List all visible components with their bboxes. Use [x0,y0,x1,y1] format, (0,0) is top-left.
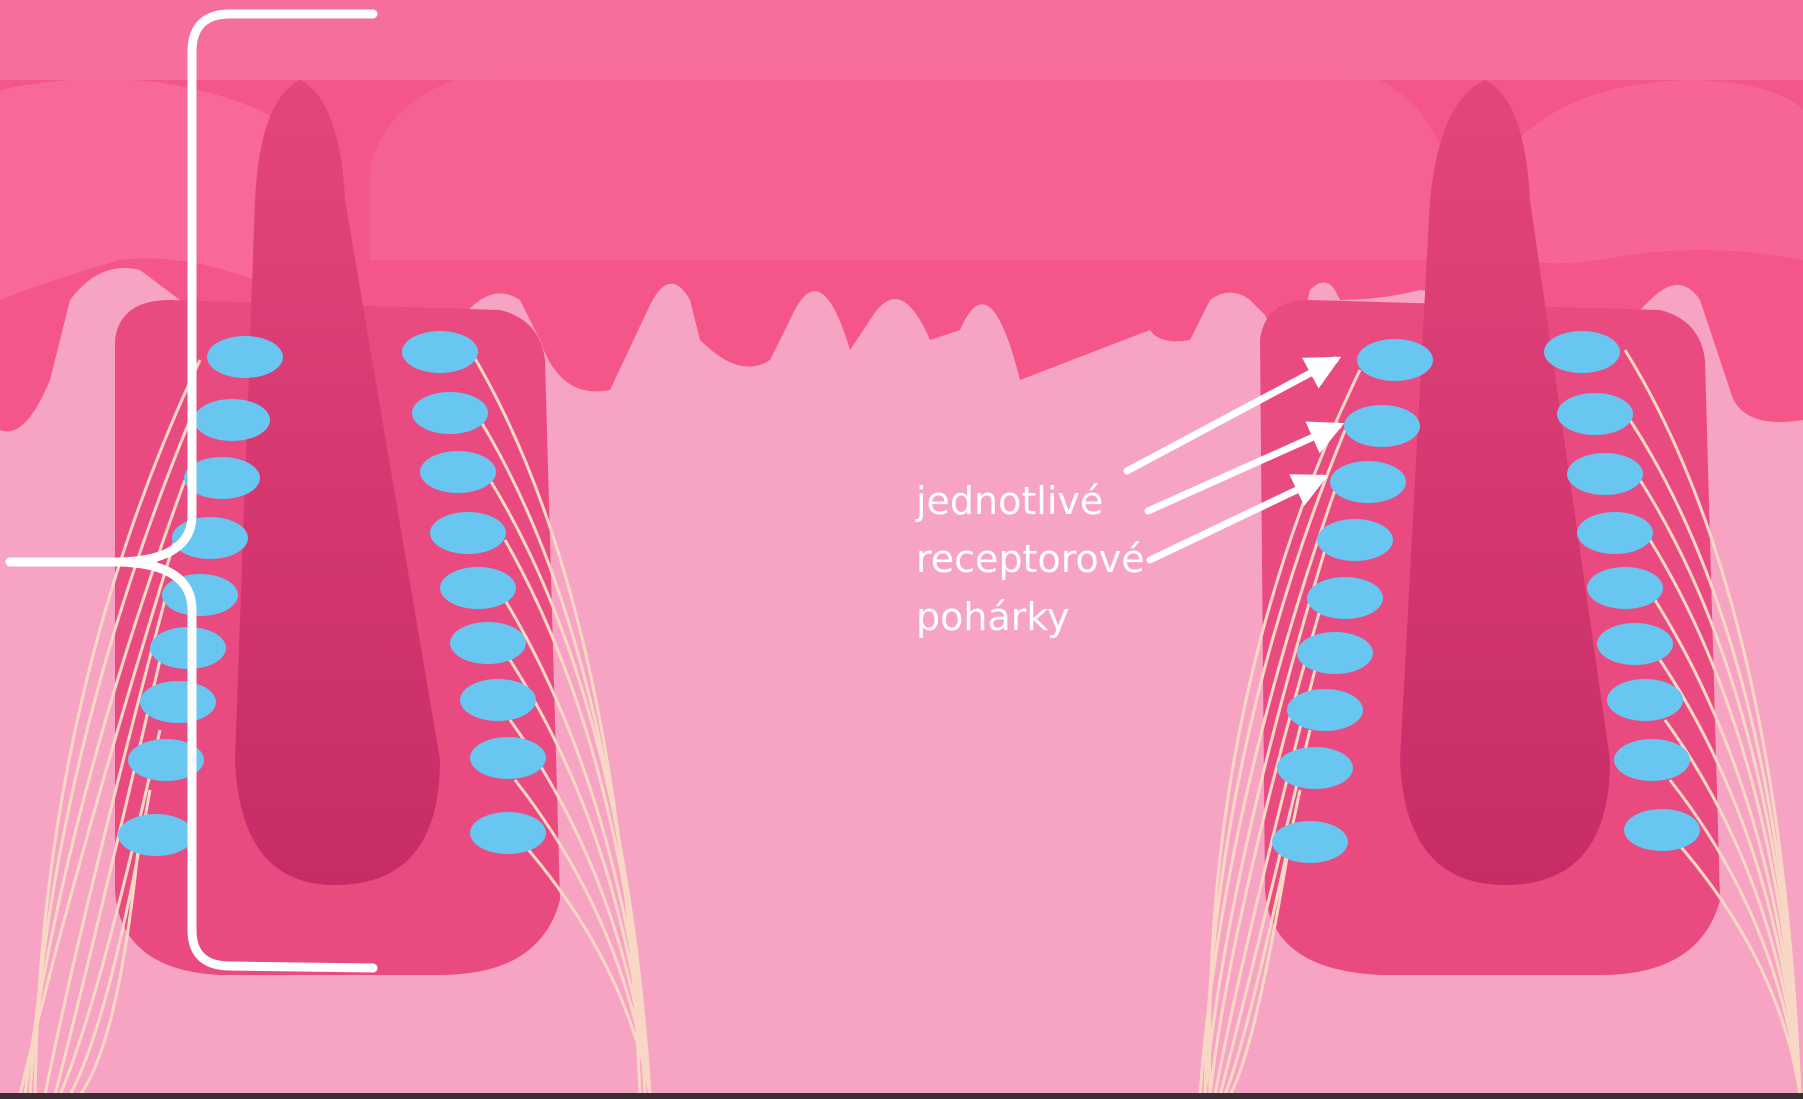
taste-bud [450,622,526,664]
taste-bud [1587,567,1663,609]
taste-bud [1277,747,1353,789]
taste-bud [440,567,516,609]
taste-bud [1330,461,1406,503]
taste-bud [1544,331,1620,373]
taste-bud [1357,339,1433,381]
taste-bud [194,399,270,441]
taste-bud [1597,623,1673,665]
taste-bud [1344,405,1420,447]
taste-bud [420,451,496,493]
taste-bud [1607,679,1683,721]
annotation-line-1: jednotlivé [916,482,1103,520]
taste-bud [402,331,478,373]
taste-bud [1272,821,1348,863]
taste-bud [207,336,283,378]
taste-bud [1317,519,1393,561]
taste-bud [470,812,546,854]
taste-bud [1624,809,1700,851]
taste-bud [118,814,194,856]
taste-bud [430,512,506,554]
taste-bud [1614,739,1690,781]
central-papilla-dome [370,60,1450,260]
taste-bud [162,574,238,616]
taste-bud [1577,512,1653,554]
taste-bud [470,737,546,779]
taste-bud [460,679,536,721]
taste-bud [1307,577,1383,619]
taste-bud [1557,393,1633,435]
annotation-line-3: pohárky [916,598,1070,636]
taste-bud [1567,453,1643,495]
taste-bud [1297,632,1373,674]
taste-bud [140,681,216,723]
taste-bud [1287,689,1363,731]
annotation-line-2: receptorové [916,540,1145,578]
taste-bud [412,392,488,434]
bottom-edge-bar [0,1093,1803,1099]
